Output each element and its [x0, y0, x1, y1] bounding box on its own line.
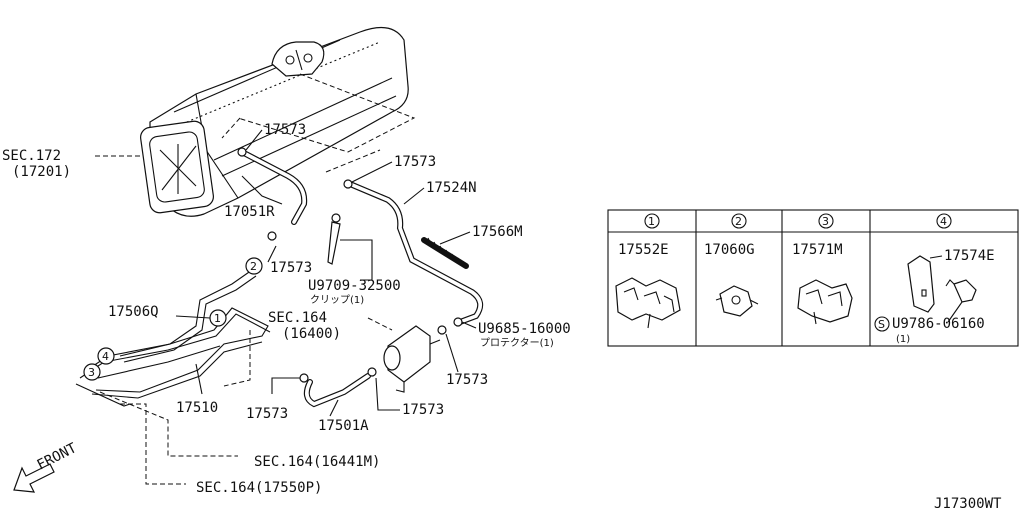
label-sec172-sub: (17201) [12, 164, 71, 180]
table-part-17571M: 17571M [792, 242, 843, 258]
table-header-1: 1 [644, 213, 660, 229]
svg-text:2: 2 [250, 260, 257, 273]
callout-4: 4 [97, 347, 115, 365]
callout-1: 1 [209, 309, 227, 327]
hose-17524N [347, 181, 484, 325]
fuel-tank-canister [140, 26, 409, 217]
diagram-code: J17300WT [934, 496, 1002, 512]
svg-text:S: S [878, 318, 885, 331]
phantom-lines [95, 73, 416, 485]
table-bolt-callout: S [874, 316, 890, 332]
table-part-17552E: 17552E [618, 242, 669, 258]
svg-text:4: 4 [940, 215, 947, 228]
label-u9685-sub: プロテクター(1) [480, 337, 554, 349]
hose-17501A [303, 373, 371, 408]
label-17573-a: 17573 [264, 122, 306, 138]
clip-17060G-drawing [715, 285, 759, 317]
label-u9709: U9709-32500 [308, 278, 401, 294]
callout-3: 3 [83, 363, 101, 381]
front-arrow-icon: FRONT [13, 440, 80, 493]
parts-table: 1 2 3 4 17552E 17060G 17571M 17574E [607, 209, 1019, 347]
table-bolt-u9786: U9786-06160 [892, 316, 985, 332]
label-17566M: 17566M [472, 224, 523, 240]
label-17573-c: 17573 [270, 260, 312, 276]
callout-2: 2 [245, 257, 263, 275]
bracket-17574E-drawing [907, 255, 977, 323]
label-sec164-c: SEC.164(17550P) [196, 480, 322, 496]
label-17051R: 17051R [224, 204, 275, 220]
label-sec172: SEC.172 [2, 148, 61, 164]
label-front: FRONT [35, 440, 80, 474]
table-part-17060G: 17060G [704, 242, 755, 258]
control-valve [383, 325, 441, 393]
tube-assembly-17510 [75, 307, 271, 407]
label-17573-d: 17573 [446, 372, 488, 388]
clip-17552E-drawing [615, 277, 681, 329]
protector-17566M [421, 237, 469, 269]
label-17573-b: 17573 [394, 154, 436, 170]
label-17524N: 17524N [426, 180, 477, 196]
table-header-4: 4 [936, 213, 952, 229]
svg-text:1: 1 [648, 215, 655, 228]
label-u9709-sub: クリップ(1) [310, 294, 364, 306]
label-sec164-a-sub: (16400) [282, 326, 341, 342]
hose-17051R [239, 149, 308, 225]
clip-17571M-drawing [797, 279, 853, 325]
label-u9685: U9685-16000 [478, 321, 571, 337]
label-sec164-a: SEC.164 [268, 310, 327, 326]
clip-u9709 [327, 213, 341, 265]
table-part-17574E: 17574E [944, 248, 995, 264]
svg-text:4: 4 [102, 350, 109, 363]
tube-17506Q [119, 269, 257, 363]
table-header-2: 2 [731, 213, 747, 229]
leader-lines [175, 129, 477, 417]
label-17510: 17510 [176, 400, 218, 416]
svg-text:3: 3 [822, 215, 829, 228]
svg-text:3: 3 [88, 366, 95, 379]
svg-text:2: 2 [735, 215, 742, 228]
label-17573-f: 17573 [402, 402, 444, 418]
svg-text:1: 1 [214, 312, 221, 325]
label-17501A: 17501A [318, 418, 369, 434]
label-sec164-b: SEC.164(16441M) [254, 454, 380, 470]
table-header-3: 3 [818, 213, 834, 229]
table-bolt-qty: (1) [896, 334, 910, 345]
label-17506Q: 17506Q [108, 304, 159, 320]
label-17573-e: 17573 [246, 406, 288, 422]
hose-clamps [237, 147, 463, 383]
